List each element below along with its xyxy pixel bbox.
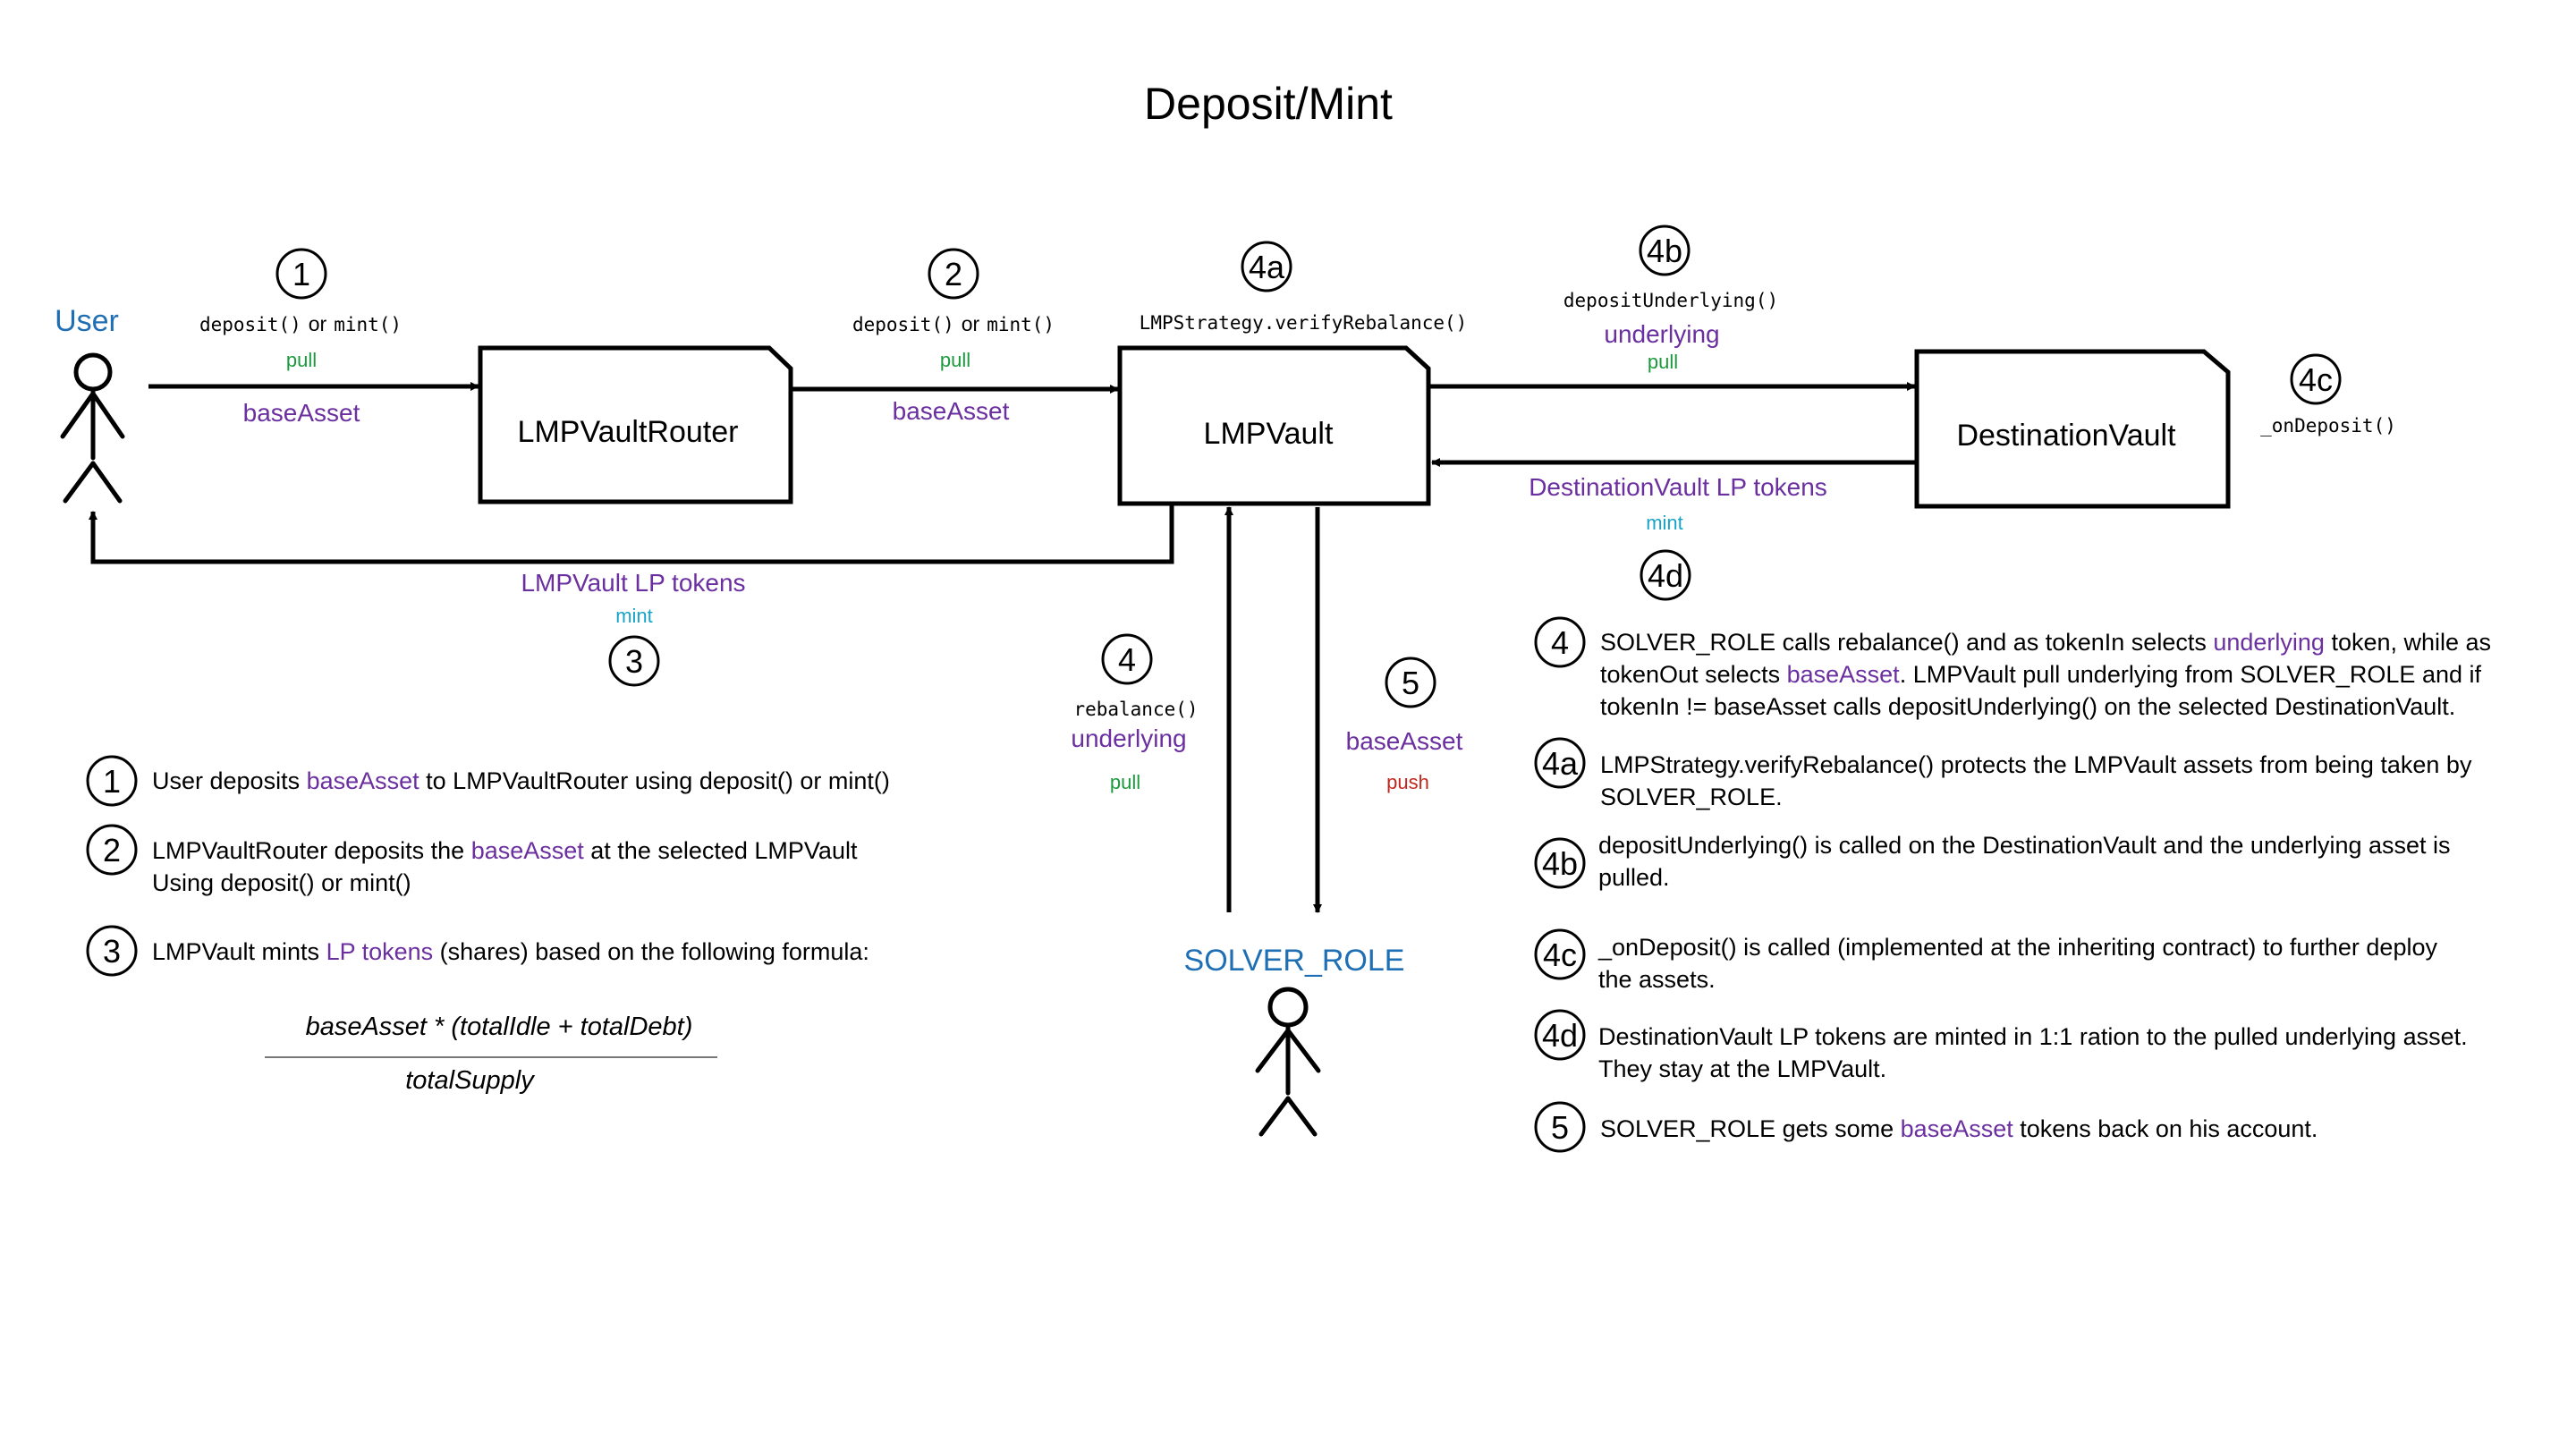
svg-text:4: 4 (1118, 641, 1136, 678)
step-1-mode: pull (286, 349, 317, 371)
legend-item-4b: 4b depositUnderlying() is called on the … (1534, 832, 2451, 891)
svg-text:SOLVER_ROLE calls rebalance(): SOLVER_ROLE calls rebalance() and as tok… (1600, 629, 2491, 656)
solver-role-label: SOLVER_ROLE (1184, 944, 1405, 978)
svg-text:LMPStrategy.verifyRebalance(): LMPStrategy.verifyRebalance() protects t… (1600, 751, 2472, 778)
svg-text:1: 1 (103, 763, 121, 800)
svg-text:4c: 4c (1543, 936, 1577, 973)
svg-text:3: 3 (625, 643, 643, 680)
legend-item-4c: 4c _onDeposit() is called (implemented a… (1534, 928, 2437, 993)
svg-text:2: 2 (945, 256, 962, 292)
svg-text:4c: 4c (2299, 361, 2333, 398)
step-4-badge: 4 (1101, 633, 1153, 685)
svg-text:LMPVault mints LP tokens (shar: LMPVault mints LP tokens (shares) based … (152, 938, 869, 965)
svg-text:depositUnderlying() is called: depositUnderlying() is called on the Des… (1598, 832, 2451, 859)
step-3-badge: 3 (608, 635, 660, 687)
svg-text:SOLVER_ROLE gets some baseAsse: SOLVER_ROLE gets some baseAsset tokens b… (1600, 1115, 2318, 1142)
svg-text:SOLVER_ROLE.: SOLVER_ROLE. (1600, 784, 1783, 810)
legend-item-2: 2 LMPVaultRouter deposits the baseAsset … (86, 824, 858, 896)
svg-text:User deposits baseAsset to LMP: User deposits baseAsset to LMPVaultRoute… (152, 767, 890, 794)
step-5-badge: 5 (1385, 657, 1436, 708)
legend-item-1: 1 User deposits baseAsset to LMPVaultRou… (86, 755, 890, 807)
destinationvault-box (1914, 349, 2231, 509)
step-4b-function-label: depositUnderlying() (1563, 290, 1778, 311)
svg-text:tokenIn != baseAsset calls dep: tokenIn != baseAsset calls depositUnderl… (1600, 693, 2455, 720)
lmpvaultrouter-box (478, 345, 793, 504)
svg-text:_onDeposit() is called (implem: _onDeposit() is called (implemented at t… (1597, 934, 2437, 961)
step-5-asset: baseAsset (1346, 727, 1463, 755)
svg-text:4a: 4a (1249, 249, 1285, 285)
step-4a-function-label: LMPStrategy.verifyRebalance() (1140, 312, 1468, 334)
step-2-asset: baseAsset (893, 397, 1010, 425)
legend-item-3: 3 LMPVault mints LP tokens (shares) base… (86, 925, 869, 977)
legend-item-5: 5 SOLVER_ROLE gets some baseAsset tokens… (1534, 1101, 2318, 1153)
lmpvault-label: LMPVault (1204, 417, 1334, 451)
svg-text:pulled.: pulled. (1598, 864, 1670, 891)
svg-text:They stay at the LMPVault.: They stay at the LMPVault. (1598, 1055, 1886, 1082)
step-4d-badge: 4d (1640, 549, 1691, 601)
step-4c-function-label: _onDeposit() (2260, 415, 2396, 436)
svg-text:2: 2 (103, 832, 121, 869)
svg-text:the assets.: the assets. (1598, 966, 1716, 993)
step-3-asset: LMPVault LP tokens (521, 569, 745, 597)
step-4a-badge: 4a (1241, 241, 1292, 292)
lmpvaultrouter-label: LMPVaultRouter (518, 415, 739, 449)
step-1-badge: 1 (275, 248, 327, 300)
svg-text:4b: 4b (1647, 233, 1682, 269)
step-4-asset: underlying (1071, 724, 1186, 752)
user-stick-figure-icon (60, 352, 125, 504)
svg-text:5: 5 (1551, 1109, 1569, 1146)
step-4d-mode: mint (1646, 512, 1683, 534)
step-4b-badge: 4b (1639, 225, 1690, 276)
svg-text:3: 3 (103, 933, 121, 970)
svg-text:4d: 4d (1648, 557, 1683, 594)
step-4b-asset: underlying (1604, 320, 1719, 348)
legend-item-4: 4 SOLVER_ROLE calls rebalance() and as t… (1534, 616, 2491, 720)
step-1-asset: baseAsset (243, 399, 360, 427)
svg-text:DestinationVault LP tokens are: DestinationVault LP tokens are minted in… (1598, 1023, 2468, 1050)
svg-text:4: 4 (1551, 624, 1569, 661)
arrow-vault-to-user (89, 505, 1174, 564)
lp-token-formula: baseAsset * (totalIdle + totalDebt) tota… (265, 1013, 717, 1095)
step-2-badge: 2 (928, 248, 979, 300)
step-4b-mode: pull (1648, 351, 1678, 373)
svg-text:1: 1 (292, 256, 310, 292)
user-label: User (55, 304, 119, 338)
lmpvault-box (1117, 345, 1431, 506)
step-4c-badge: 4c (2290, 353, 2342, 405)
step-3-mode: mint (615, 605, 653, 627)
step-2-mode: pull (940, 349, 970, 371)
svg-text:tokenOut selects baseAsset. LM: tokenOut selects baseAsset. LMPVault pul… (1600, 661, 2481, 688)
formula-denominator: totalSupply (405, 1066, 535, 1095)
legend-item-4a: 4a LMPStrategy.verifyRebalance() protect… (1534, 737, 2472, 810)
page-title: Deposit/Mint (1144, 79, 1393, 129)
step-4-function-label: rebalance() (1073, 699, 1198, 720)
formula-numerator: baseAsset * (totalIdle + totalDebt) (306, 1013, 693, 1041)
svg-text:4a: 4a (1542, 745, 1579, 782)
solver-stick-figure-icon (1255, 987, 1321, 1137)
step-4d-asset: DestinationVault LP tokens (1529, 473, 1827, 501)
svg-text:5: 5 (1402, 665, 1419, 701)
svg-text:LMPVaultRouter deposits the ba: LMPVaultRouter deposits the baseAsset at… (152, 837, 858, 864)
legend-item-4d: 4d DestinationVault LP tokens are minted… (1534, 1009, 2468, 1082)
svg-text:Using deposit() or mint(): Using deposit() or mint() (152, 869, 411, 896)
destinationvault-label: DestinationVault (1956, 419, 2176, 453)
svg-text:4b: 4b (1542, 845, 1578, 882)
svg-text:4d: 4d (1542, 1017, 1578, 1054)
step-4-mode: pull (1110, 771, 1140, 793)
step-5-mode: push (1386, 771, 1429, 793)
